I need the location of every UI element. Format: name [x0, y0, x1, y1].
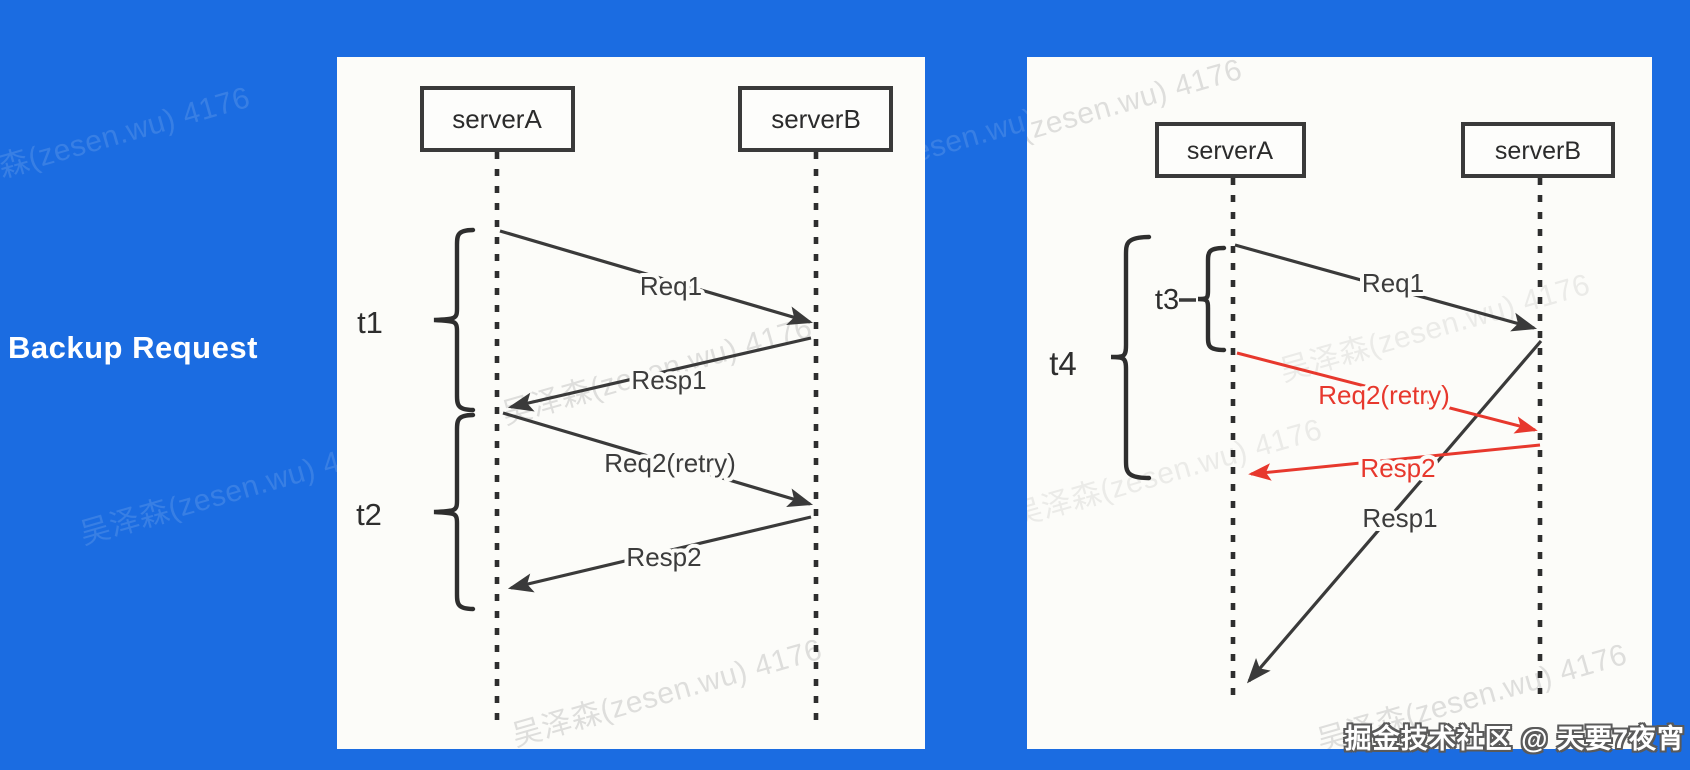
- arrow-req2-retry: [502, 411, 814, 507]
- actor-box-serverA: [420, 86, 575, 152]
- actor-label-serverB: serverB: [771, 104, 861, 134]
- message-label-req2-retry: Req2(retry): [604, 448, 735, 478]
- actor-box-serverA: [1155, 122, 1306, 178]
- right-diagram-canvas: t3 t4 Req1 Req2(retry) Resp2 Resp1 serve…: [1049, 122, 1615, 696]
- actor-label-serverA: serverA: [1187, 137, 1273, 165]
- left-sequence-diagram-panel: 吴泽森(zesen.wu) 4176 吴泽森(zesen.wu) 4176 吴泽…: [337, 57, 925, 749]
- bracket-t3-brace: [1197, 245, 1227, 353]
- bracket-t4-label: t4: [1049, 345, 1077, 382]
- actor-box-serverB: [1461, 122, 1615, 178]
- arrow-req1: [499, 229, 814, 326]
- right-sequence-diagram-panel: 吴泽森(zesen.wu) 4176 吴泽森(zesen.wu) 4176 吴泽…: [1027, 57, 1652, 749]
- bracket-t4-brace: [1110, 234, 1152, 481]
- message-label-resp1: Resp1: [631, 365, 706, 395]
- arrow-req2-retry: [1236, 351, 1538, 434]
- message-label-resp2: Resp2: [626, 542, 701, 572]
- left-diagram-canvas: t1 t2 Req1 Resp1 Req2(retry) Resp2 serve…: [356, 86, 893, 723]
- credit-watermark: 掘金技术社区 @ 天要7夜宵: [1344, 724, 1685, 754]
- message-label-req1: Req1: [1362, 268, 1424, 298]
- message-label-req2-retry: Req2(retry): [1318, 380, 1449, 410]
- actor-label-serverB: serverB: [1495, 137, 1581, 165]
- bracket-t3-label: t3: [1155, 284, 1179, 316]
- bracket-t1-label: t1: [357, 305, 383, 340]
- actor-label-serverA: serverA: [452, 104, 542, 134]
- watermark: 吴泽森(zesen.wu) 4176: [0, 81, 254, 202]
- actor-box-serverB: [738, 86, 893, 152]
- bracket-t2-brace: [433, 412, 476, 612]
- page-title: Backup Request: [8, 330, 258, 365]
- arrow-resp1-late: [1246, 339, 1543, 684]
- message-label-req1: Req1: [640, 271, 702, 301]
- message-label-resp1: Resp1: [1362, 503, 1437, 533]
- message-label-resp2: Resp2: [1360, 453, 1435, 483]
- arrow-resp2: [507, 515, 812, 593]
- arrow-resp1: [507, 336, 812, 412]
- bracket-t2-label: t2: [356, 497, 382, 532]
- bracket-t1-brace: [433, 227, 476, 413]
- arrow-req1: [1234, 243, 1538, 332]
- arrow-resp2: [1248, 443, 1541, 481]
